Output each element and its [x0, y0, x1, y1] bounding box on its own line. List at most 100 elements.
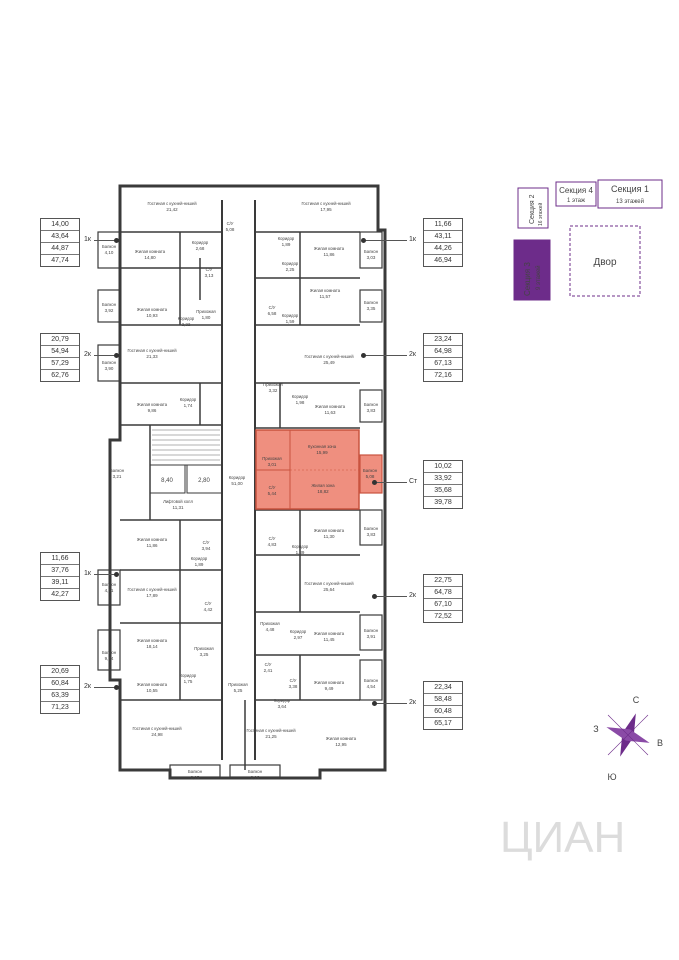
- room-area: 5,08: [226, 227, 235, 232]
- apartment-area-value: 72,16: [434, 372, 452, 379]
- room-area: 51,00: [231, 481, 243, 486]
- room-name: Прихожая: [228, 682, 247, 687]
- room-area: 3,32: [269, 388, 278, 393]
- room-name: Прихожая: [194, 646, 213, 651]
- room-area: 5,08: [366, 474, 375, 479]
- balcony-name: Балкон: [102, 302, 117, 307]
- room-name: Кухонная зона: [308, 444, 337, 449]
- room-name: Жилая комната: [314, 631, 345, 636]
- leader-line: [374, 703, 407, 704]
- room-name: Коридор: [180, 673, 197, 678]
- room-name: Жилая комната: [137, 307, 168, 312]
- room-name: Жилая комната: [315, 404, 346, 409]
- section1-floors: 13 этажей: [616, 198, 644, 205]
- room-area: 18,14: [146, 644, 158, 649]
- leader-line: [94, 240, 116, 241]
- section3-floors: 9 этажей: [535, 265, 542, 290]
- balcony-name: Балкон: [364, 526, 379, 531]
- room-area: 18,82: [317, 489, 329, 494]
- compass-west: З: [593, 724, 598, 734]
- room-area: 11,45: [324, 637, 335, 642]
- room-name: Коридор: [274, 698, 291, 703]
- room-area: 11,30: [324, 534, 335, 539]
- leader-dot: [372, 594, 377, 599]
- apartment-area-value: 64,78: [424, 587, 462, 599]
- room-area: 1,98: [296, 400, 305, 405]
- room-name: С/У: [269, 305, 276, 310]
- room-name: Жилая комната: [135, 249, 166, 254]
- leader-line: [363, 355, 407, 356]
- room-area: 3,94: [202, 546, 211, 551]
- room-area: 3,25: [200, 652, 209, 657]
- apartment-area-value: 65,17: [434, 720, 452, 727]
- section4-label: Секция 4: [559, 186, 593, 195]
- leader-dot: [372, 480, 377, 485]
- room-area: 25,49: [323, 360, 335, 365]
- apartment-area-value: 67,10: [424, 599, 462, 611]
- apartment-area-value: 37,76: [41, 565, 79, 577]
- room-area: 25,64: [323, 587, 335, 592]
- room-name: Жилая зона: [311, 483, 335, 488]
- balcony-name: Балкон: [110, 468, 125, 473]
- room-area: 4,48: [266, 627, 275, 632]
- leader-line: [94, 355, 116, 356]
- room-name: Гостиная с кухней-нишей: [132, 726, 182, 731]
- apartment-area-value: 60,84: [41, 678, 79, 690]
- room-name: Гостиная с кухней-нишей: [301, 201, 351, 206]
- room-name: Жилая комната: [137, 638, 168, 643]
- balcony-area: 3,92: [105, 308, 114, 313]
- balcony-name: Балкон: [364, 249, 379, 254]
- apartment-area-value: 72,52: [434, 613, 452, 620]
- room-area: 21,33: [146, 354, 158, 359]
- room-name: С/У: [269, 485, 276, 490]
- staircase: [152, 429, 220, 461]
- balcony-name: Балкон: [102, 360, 117, 365]
- room-name: Коридор: [192, 240, 209, 245]
- apartment-area-value: 44,87: [41, 243, 79, 255]
- room-area: 1,89: [195, 562, 204, 567]
- watermark-text: ЦИАН: [500, 813, 625, 862]
- room-area: 2,25: [286, 267, 295, 272]
- room-area: 2,68: [196, 246, 205, 251]
- apartment-area-value: 11,66: [41, 553, 79, 565]
- room-name: Гостиная с кухней-нишей: [304, 354, 354, 359]
- room-area: 9,86: [148, 408, 157, 413]
- room-name: Гостиная с кухней-нишей: [304, 581, 354, 586]
- balcony-name: Балкон: [248, 769, 263, 774]
- leader-dot: [114, 685, 119, 690]
- apartment-room-count: 2к: [84, 683, 91, 690]
- room-area: 11,86: [324, 252, 335, 257]
- room-name: Коридор: [178, 316, 195, 321]
- apartment-area-value: 39,78: [434, 499, 452, 506]
- room-name: С/У: [203, 540, 210, 545]
- room-name: С/У: [227, 221, 234, 226]
- highlighted-apartment[interactable]: [255, 429, 383, 510]
- balcony-area: 3,83: [367, 532, 376, 537]
- apartment-area-value: 47,74: [51, 257, 69, 264]
- room-name: С/У: [265, 662, 272, 667]
- balcony-area: 3,91: [367, 634, 376, 639]
- apartment-area-value: 22,75: [424, 575, 462, 587]
- room-name: Жилая комната: [310, 288, 341, 293]
- apartment-room-count: 2к: [84, 351, 91, 358]
- apartment-room-count: 2к: [409, 592, 416, 599]
- room-area: 6,58: [268, 311, 277, 316]
- section1-label: Секция 1: [611, 184, 649, 194]
- room-name: Гостиная с кухней-нишей: [127, 348, 177, 353]
- compass-north: С: [633, 695, 640, 705]
- leader-dot: [114, 238, 119, 243]
- apartment-area-value: 54,94: [41, 346, 79, 358]
- apartment-area-value: 46,94: [434, 257, 452, 264]
